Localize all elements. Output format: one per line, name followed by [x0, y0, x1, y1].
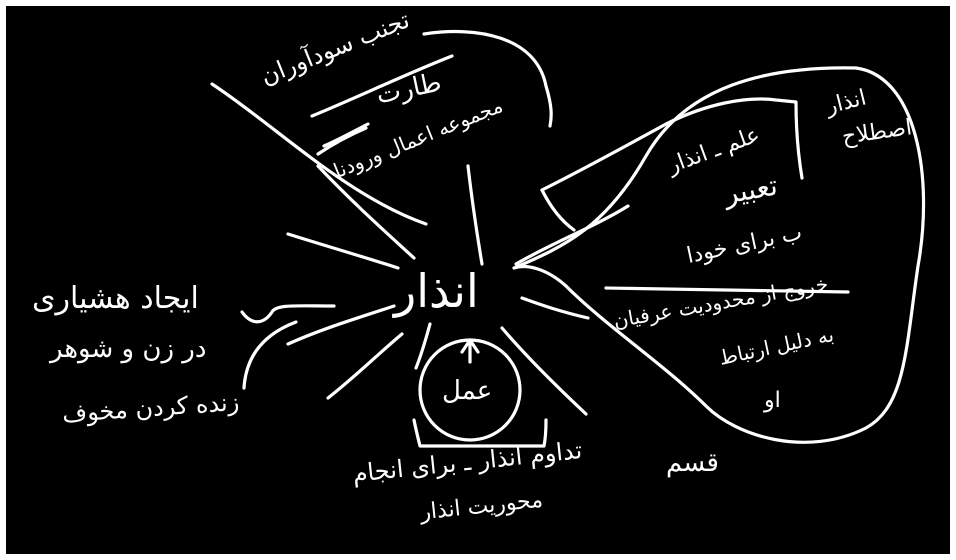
circle-label: عمل: [442, 378, 492, 404]
spoke-bottom-left: [328, 334, 402, 398]
spoke-right-lower: [522, 298, 588, 318]
right-label-8: او: [764, 390, 781, 412]
blackboard: انذار تجنب سودآوران طارت مجموعه اعمال ور…: [6, 6, 950, 554]
left-connector-curve: [244, 322, 296, 388]
spoke-left-lower: [288, 306, 394, 344]
center-label: انذار: [394, 268, 479, 314]
left-label-2: در زن و شوهر: [50, 336, 206, 362]
spoke-top: [468, 166, 482, 264]
top-underline-3: [324, 124, 368, 146]
side-label: قسم: [666, 450, 719, 476]
left-connector: [242, 306, 334, 322]
spoke-right-upper: [516, 206, 628, 264]
bottom-arrow: [462, 340, 478, 362]
spoke-left-upper: [288, 234, 398, 268]
right-inner-box-left: [542, 190, 574, 230]
left-label-1: ایجاد هشیاری: [32, 284, 199, 314]
